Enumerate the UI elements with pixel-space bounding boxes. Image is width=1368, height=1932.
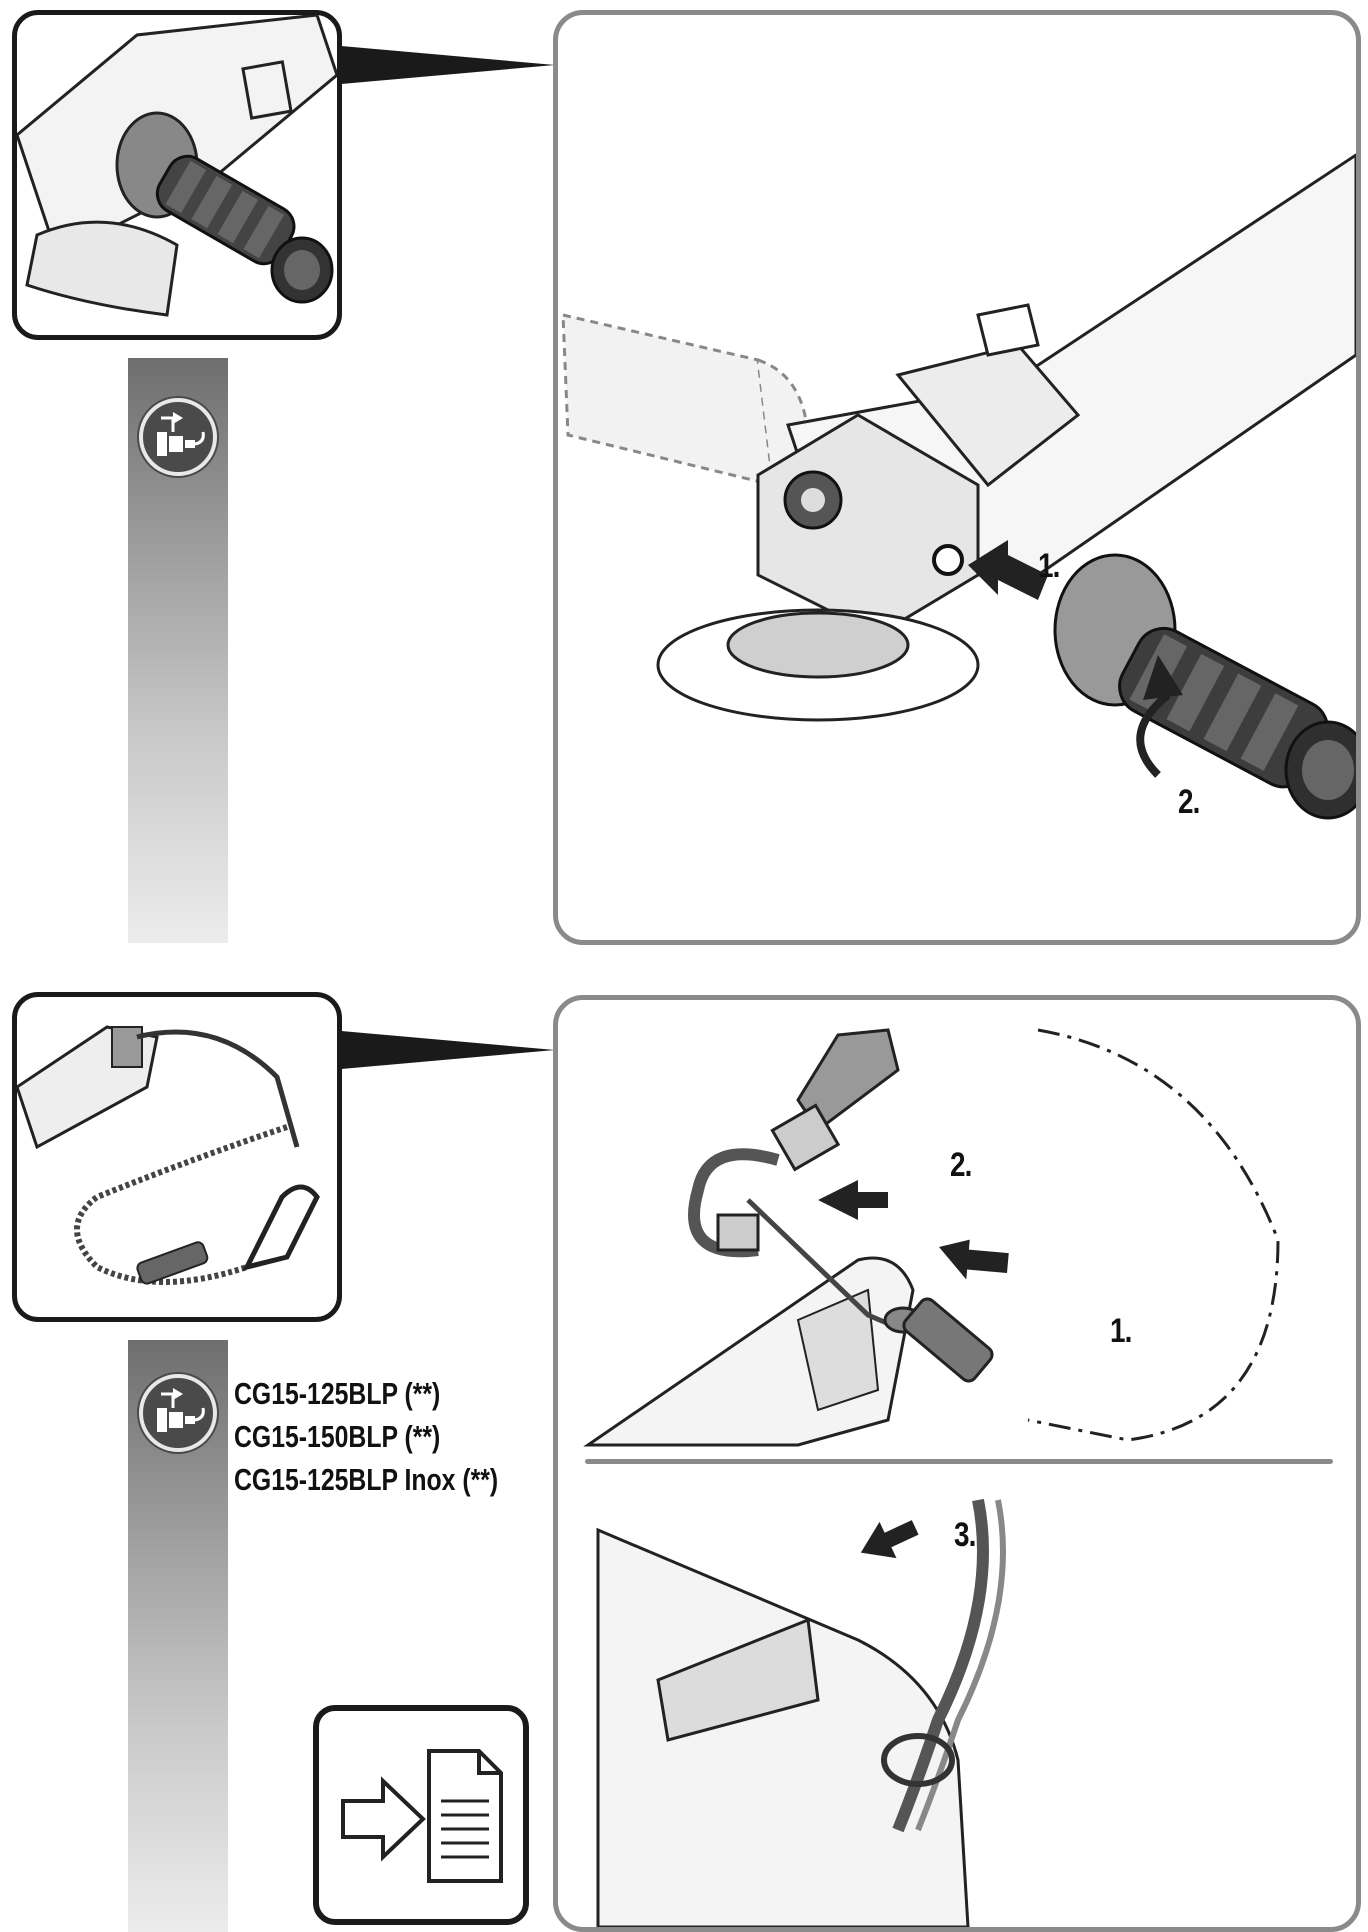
callout-pointer-top <box>330 45 555 85</box>
step-2-label: 2. <box>950 1146 972 1184</box>
unplug-icon <box>157 412 205 456</box>
callout-pointer-bottom <box>330 1030 555 1070</box>
step-1-label: 1. <box>1038 547 1060 585</box>
see-document-box <box>313 1705 529 1925</box>
thumbnail-lanyard <box>12 992 342 1322</box>
model-item: CG15-150BLP (**) <box>234 1419 441 1454</box>
step-1-label: 1. <box>1110 1312 1132 1350</box>
model-list: CG15-125BLP (**) CG15-150BLP (**) CG15-1… <box>234 1372 498 1501</box>
model-item: CG15-125BLP (**) <box>234 1376 441 1411</box>
unplug-icon <box>157 1388 205 1432</box>
unplug-badge-top <box>139 398 217 476</box>
mount-side-handle-drawing <box>561 153 1356 820</box>
step-2-label: 2. <box>1178 783 1200 821</box>
thumbnail-side-handle <box>12 10 342 340</box>
model-item: CG15-125BLP Inox (**) <box>234 1462 499 1497</box>
attach-lanyard-drawing <box>583 1028 1280 1927</box>
panel-divider <box>585 1459 1333 1464</box>
step-3-label: 3. <box>954 1516 976 1554</box>
side-handle-thumbnail-drawing <box>17 15 337 317</box>
unplug-badge-bottom <box>139 1374 217 1452</box>
lanyard-thumbnail-drawing <box>17 1025 320 1285</box>
arrow-document-icon <box>341 1749 503 1883</box>
panel-mount-side-handle: 1. 2. <box>553 10 1361 945</box>
